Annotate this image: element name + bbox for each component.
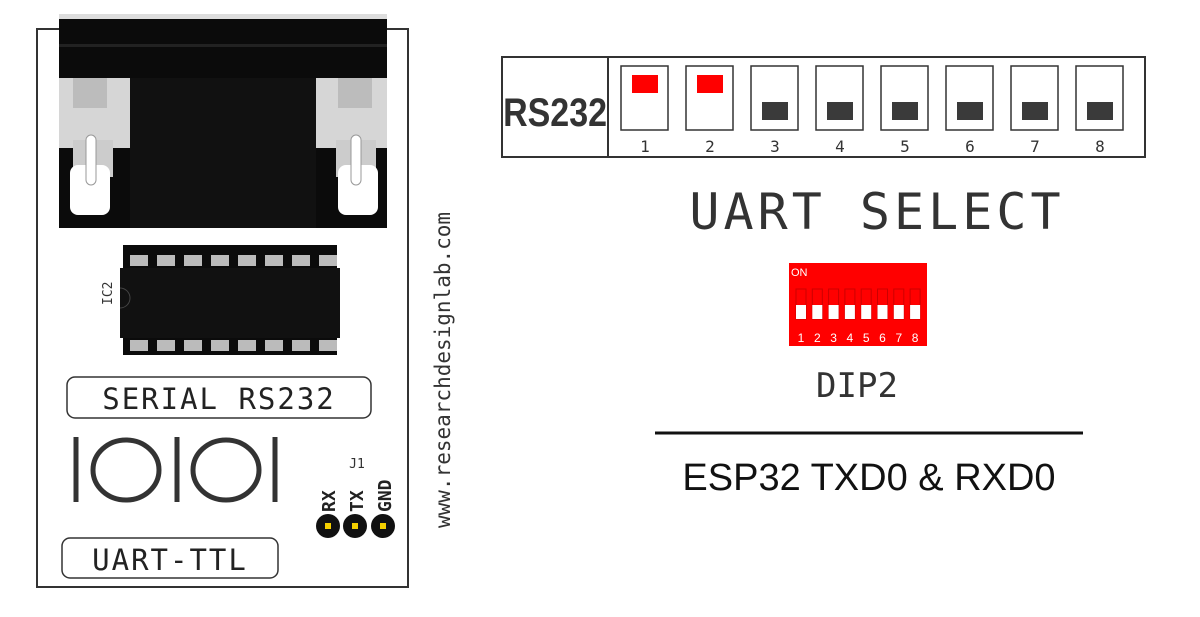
dip-number: 6	[879, 331, 886, 345]
dip-slider[interactable]	[893, 305, 904, 319]
dip-slider[interactable]	[828, 305, 839, 319]
serial-label: SERIAL RS232	[102, 382, 336, 416]
ic-pin	[130, 340, 148, 351]
ic-pin	[211, 255, 229, 266]
dip-number: 5	[863, 331, 870, 345]
dip-slider[interactable]	[910, 305, 921, 319]
switch-knob-off	[957, 102, 983, 120]
ic-pin	[319, 340, 337, 351]
ic-pin	[130, 255, 148, 266]
dip-name: DIP2	[816, 366, 898, 406]
caption: ESP32 TXD0 & RXD0	[682, 457, 1055, 499]
ic-pin	[292, 255, 310, 266]
dip-number: 2	[814, 331, 821, 345]
dip-slider[interactable]	[796, 305, 806, 319]
dip-number: 7	[895, 331, 902, 345]
switch-knob-off	[762, 102, 788, 120]
dip-slider[interactable]	[844, 305, 855, 319]
dip-slider[interactable]	[861, 305, 872, 319]
switch-number: 3	[770, 137, 780, 156]
pin-label-gnd: GND	[375, 479, 396, 512]
switch-number: 2	[705, 137, 715, 156]
switch-2[interactable]	[685, 65, 734, 131]
uart-select-title: UART SELECT	[689, 183, 1064, 241]
dip-on-label: ON	[791, 267, 808, 279]
dip-number: 4	[847, 331, 854, 345]
switch-knob-on	[632, 75, 658, 93]
dip-number: 1	[798, 331, 805, 345]
serial-label-box	[66, 376, 372, 419]
dip-slider[interactable]	[812, 305, 823, 319]
ic-pin	[238, 340, 256, 351]
uart-label-box	[61, 537, 279, 579]
ic-pin	[157, 340, 175, 351]
pcb-board: IC2 SERIAL RS232 UART-TTL J1 RX TX GND w…	[36, 14, 455, 588]
ic-pin	[265, 340, 283, 351]
ic-pin	[211, 340, 229, 351]
uart-label: UART-TTL	[92, 543, 248, 577]
switch-knob-off	[892, 102, 918, 120]
ic-pin	[265, 255, 283, 266]
switch-number: 7	[1030, 137, 1040, 156]
switch-number: 6	[965, 137, 975, 156]
switch-knob-off	[1087, 102, 1113, 120]
ic-label: IC2	[101, 282, 116, 305]
dip-number: 8	[912, 331, 919, 345]
switch-7[interactable]	[1010, 65, 1059, 131]
header-ref: J1	[349, 457, 365, 472]
pin-label-tx: TX	[347, 490, 368, 512]
switch-4[interactable]	[815, 65, 864, 131]
switch-number: 1	[640, 137, 650, 156]
switch-knob-off	[1022, 102, 1048, 120]
pin-label-rx: RX	[319, 490, 340, 512]
switch-number: 5	[900, 137, 910, 156]
dip-number: 3	[830, 331, 837, 345]
ic-pin	[184, 255, 202, 266]
db9-connector	[59, 14, 387, 228]
switch-8[interactable]	[1075, 65, 1124, 131]
ic-pin	[319, 255, 337, 266]
uart-logo-icon	[73, 437, 278, 503]
ic-pin	[292, 340, 310, 351]
website-text: www.researchdesignlab.com	[431, 212, 455, 528]
switch-knob-on	[697, 75, 723, 93]
ic-chip: IC2	[101, 245, 340, 355]
rs232-switch-panel: RS232 1 2 3 4 5 6 7 8	[501, 56, 1146, 158]
switch-5[interactable]	[880, 65, 929, 131]
ic-pin	[238, 255, 256, 266]
switch-number: 4	[835, 137, 845, 156]
switch-knob-off	[827, 102, 853, 120]
switch-3[interactable]	[750, 65, 799, 131]
rs232-label: RS232	[503, 89, 607, 134]
switch-number: 8	[1095, 137, 1105, 156]
switch-6[interactable]	[945, 65, 994, 131]
pin-header	[316, 514, 395, 538]
ic-pin	[184, 340, 202, 351]
dip-slider[interactable]	[877, 305, 888, 319]
ic-pin	[157, 255, 175, 266]
